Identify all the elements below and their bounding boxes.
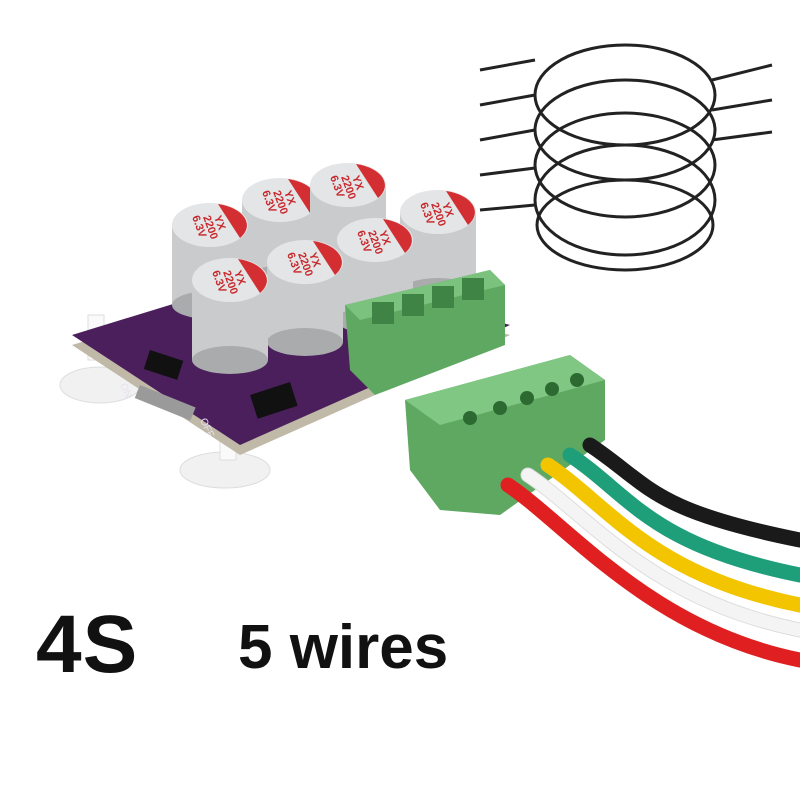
capacitor-marking: YX bbox=[231, 269, 248, 288]
wire-count-label: 5 wires bbox=[238, 613, 449, 682]
wire bbox=[521, 468, 800, 637]
capacitor-marking: YX bbox=[376, 229, 393, 248]
wire bbox=[501, 478, 800, 667]
capacitor-marking: YX bbox=[281, 189, 298, 208]
capacitor-marking: YX bbox=[349, 174, 366, 193]
capacitor-marking: YX bbox=[306, 251, 323, 270]
capacitor-marking: YX bbox=[439, 201, 456, 220]
wire bbox=[541, 458, 800, 612]
terminal-block-header bbox=[345, 270, 505, 395]
wire-harness bbox=[500, 437, 800, 668]
cell-count-label: 4S bbox=[36, 599, 139, 690]
coiled-wire bbox=[479, 43, 773, 272]
wire bbox=[583, 438, 800, 547]
capacitor-marking: YX bbox=[211, 214, 228, 233]
wire bbox=[563, 448, 800, 582]
